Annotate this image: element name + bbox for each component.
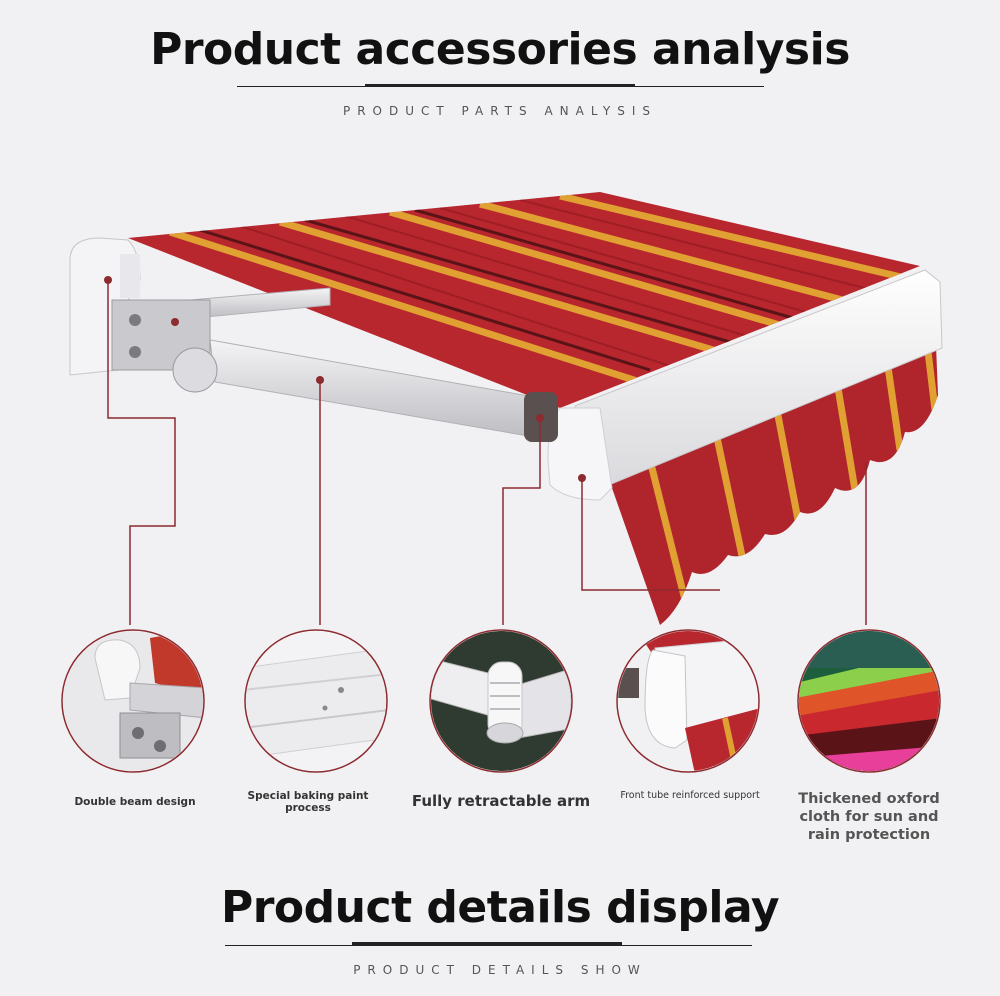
section-title-underline: [225, 945, 752, 946]
caption-retractable-arm: Fully retractable arm: [411, 792, 591, 810]
callout-lines: [107, 280, 867, 625]
page-title: Product accessories analysis: [150, 24, 850, 75]
awning-illustration: [69, 192, 943, 625]
caption-double-beam: Double beam design: [74, 796, 196, 808]
detail-baking-paint: [243, 628, 389, 778]
title-underline-accent: [365, 84, 635, 87]
caption-baking-paint: Special baking paint process: [247, 790, 369, 814]
caption-oxford-cloth: Thickened oxford cloth for sun and rain …: [798, 791, 940, 843]
section-title-underline-accent: [352, 942, 622, 945]
support-arm: [189, 287, 558, 442]
canopy-fabric: [128, 192, 920, 408]
detail-oxford-cloth: [796, 628, 942, 778]
caption-front-tube: Front tube reinforced support: [620, 790, 760, 801]
detail-front-tube: [615, 628, 761, 778]
wall-bracket: [69, 237, 218, 393]
detail-retractable-arm: [428, 628, 574, 778]
page-subtitle: PRODUCT PARTS ANALYSIS: [342, 104, 658, 118]
front-bar: [547, 269, 943, 501]
detail-double-beam: [60, 628, 206, 778]
section-subtitle: PRODUCT DETAILS SHOW: [353, 963, 647, 977]
section-title: Product details display: [220, 882, 780, 933]
